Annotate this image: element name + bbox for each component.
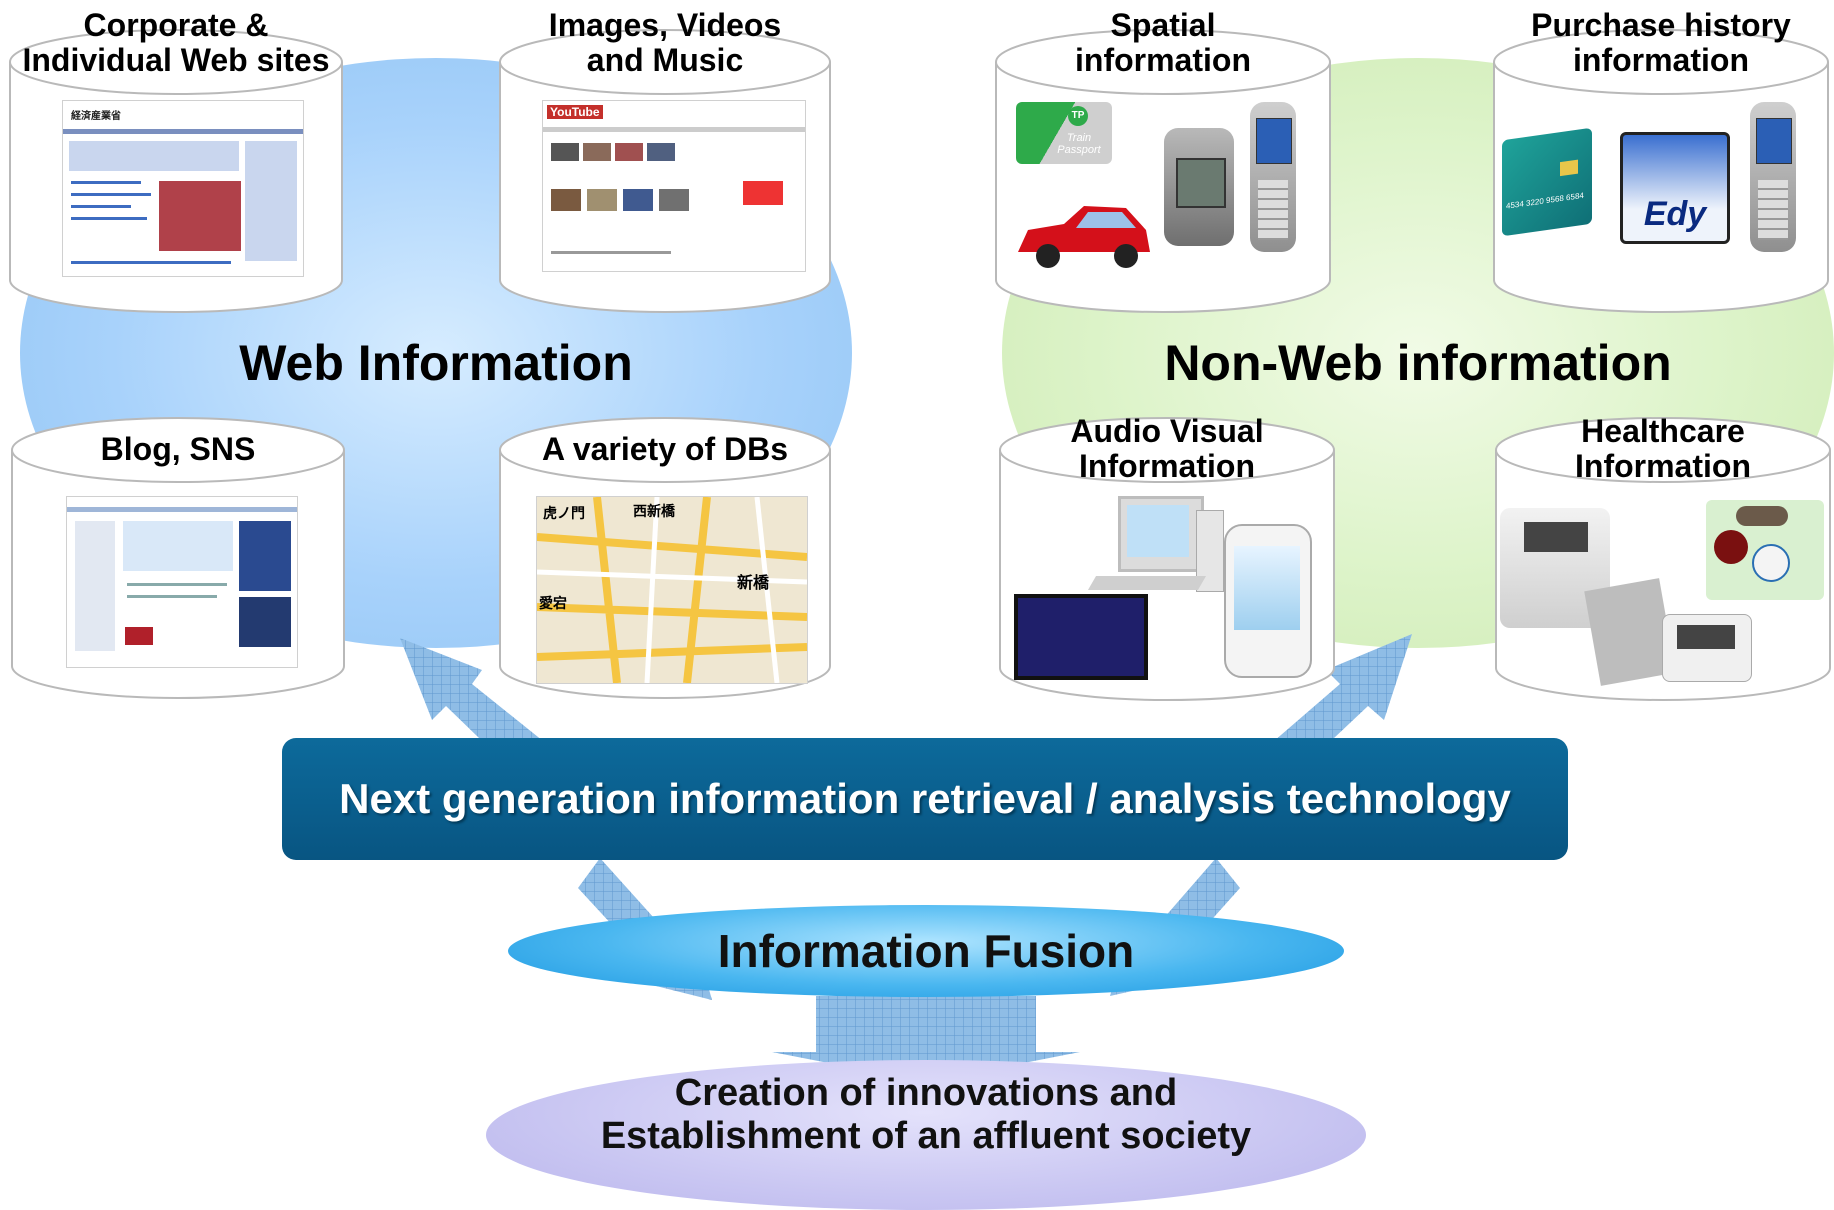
gps-device-icon — [1164, 128, 1234, 246]
non-web-information-title: Non-Web information — [1164, 335, 1672, 391]
cylinder-label: A variety of DBs — [542, 431, 788, 467]
web-information-title: Web Information — [239, 335, 633, 391]
information-fusion-ellipse: Information Fusion — [508, 905, 1344, 997]
cylinder-label: Blog, SNS — [100, 431, 256, 467]
card-number: 4534 3220 9568 6584 — [1506, 190, 1584, 211]
cylinder-purchase-history: Purchase history information 4534 3220 9… — [1493, 8, 1829, 313]
cylinder-spatial-information: Spatial information TP Train Passport — [995, 8, 1331, 313]
arrow-retrieval-to-nonweb — [1266, 634, 1412, 772]
map-label: 愛宕 — [539, 595, 567, 611]
edy-card-icon: Edy — [1620, 132, 1730, 244]
outcome-line-1: Creation of innovations and — [674, 1072, 1178, 1114]
outcome-line-2: Establishment of an affluent society — [600, 1115, 1252, 1157]
map-label: 新橋 — [737, 575, 770, 592]
corporate-site-screenshot: 経済産業省 — [62, 100, 304, 277]
edy-logo: Edy — [1643, 195, 1707, 233]
train-passport-badge: TP — [1068, 106, 1088, 126]
youtube-logo: YouTube — [547, 105, 603, 119]
cylinder-images-videos-music: Images, Videos and Music YouTube — [499, 8, 831, 313]
retrieval-analysis-banner: Next generation information retrieval / … — [282, 738, 1568, 860]
cylinder-label: Healthcare Information — [1575, 413, 1751, 484]
cylinder-label: Spatial information — [1075, 7, 1251, 78]
cylinder-variety-of-dbs: A variety of DBs 虎ノ門 西新橋 新橋 愛宕 — [499, 417, 831, 699]
cylinder-healthcare: Healthcare Information — [1495, 414, 1831, 701]
cylinder-label: Audio Visual Information — [1070, 413, 1264, 484]
arrow-retrieval-to-web — [400, 638, 548, 770]
smartphone-icon — [1224, 524, 1312, 678]
mobile-phone-icon — [1250, 102, 1296, 252]
keyboard-icon — [1087, 576, 1207, 590]
train-passport-card: TP Train Passport — [1016, 102, 1112, 164]
credit-card-icon: 4534 3220 9568 6584 — [1502, 127, 1592, 237]
mobile-phone-icon — [1750, 102, 1796, 252]
site-header-text: 経済産業省 — [71, 111, 121, 122]
map-screenshot: 虎ノ門 西新橋 新橋 愛宕 — [536, 496, 808, 684]
train-passport-text: Train Passport — [1057, 132, 1101, 156]
tv-icon — [1014, 594, 1148, 680]
map-label: 西新橋 — [633, 503, 675, 519]
car-icon — [1018, 206, 1150, 268]
meal-tray-icon — [1706, 500, 1824, 600]
map-label: 虎ノ門 — [543, 505, 585, 521]
cylinder-corporate-web-sites: Corporate & Individual Web sites 経済産業省 — [9, 8, 343, 313]
cylinder-label: Images, Videos and Music — [548, 7, 782, 78]
youtube-screenshot: YouTube — [542, 100, 806, 272]
cylinder-audio-visual: Audio Visual Information — [999, 414, 1335, 701]
cylinder-blog-sns: Blog, SNS — [11, 417, 345, 699]
cylinder-label: Corporate & Individual Web sites — [22, 7, 330, 78]
cylinder-label: Purchase history information — [1531, 7, 1791, 78]
blood-pressure-monitor-icon — [1662, 614, 1752, 682]
desktop-monitor-icon — [1118, 496, 1204, 572]
blog-screenshot — [66, 496, 298, 668]
outcome-text: Creation of innovations and Establishmen… — [486, 1072, 1366, 1158]
